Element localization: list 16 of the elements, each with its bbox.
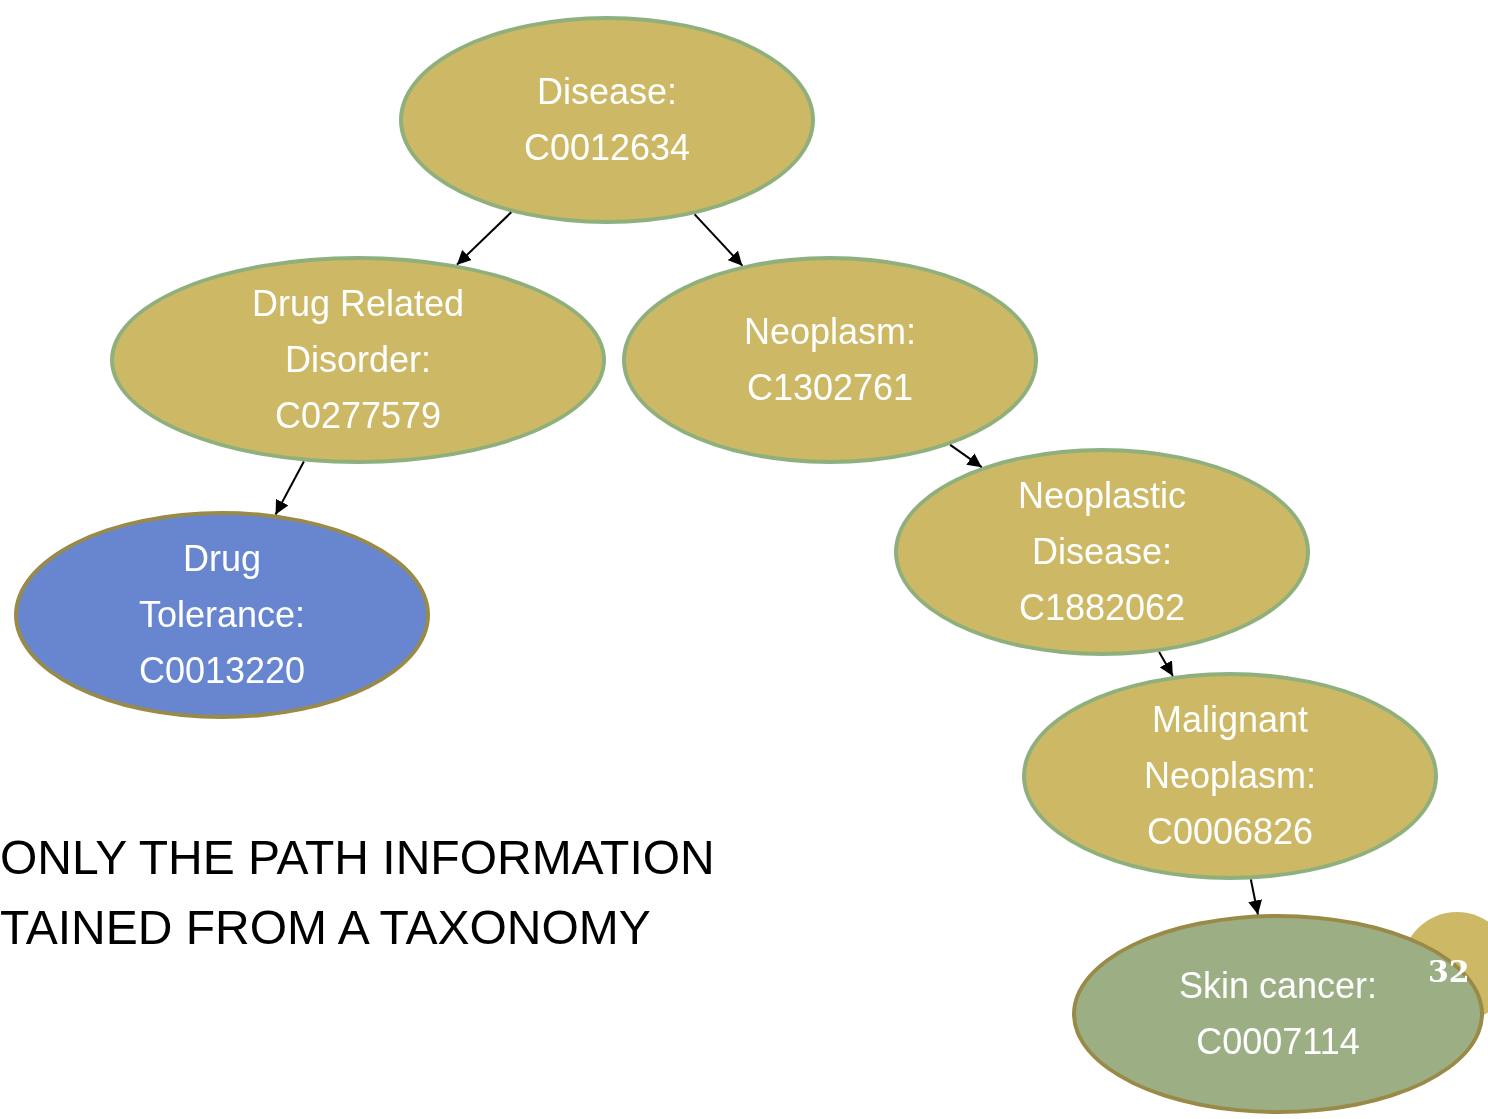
- caption-text: ONLY THE PATH INFORMATION: [0, 830, 715, 886]
- arrow: [949, 443, 983, 469]
- arrow: [693, 213, 744, 267]
- concept-label: Neoplasm: C1302761: [742, 310, 918, 410]
- concept-label: Disease: C0012634: [522, 70, 692, 170]
- arrow: [1248, 878, 1262, 916]
- concept-label: Skin cancer: C0007114: [1177, 964, 1379, 1064]
- slide-number: 32: [1428, 954, 1470, 990]
- caption-text: TAINED FROM A TAXONOMY: [0, 900, 651, 956]
- concept-label: Drug Related Disorder: C0277579: [250, 282, 466, 438]
- arrow: [455, 211, 513, 266]
- concept-label: Neoplastic Disease: C1882062: [1016, 474, 1188, 630]
- concept-label: Malignant Neoplasm: C0006826: [1142, 698, 1318, 854]
- concept-label: Drug Tolerance: C0013220: [137, 537, 307, 693]
- arrow: [1158, 651, 1174, 677]
- arrow: [274, 460, 305, 516]
